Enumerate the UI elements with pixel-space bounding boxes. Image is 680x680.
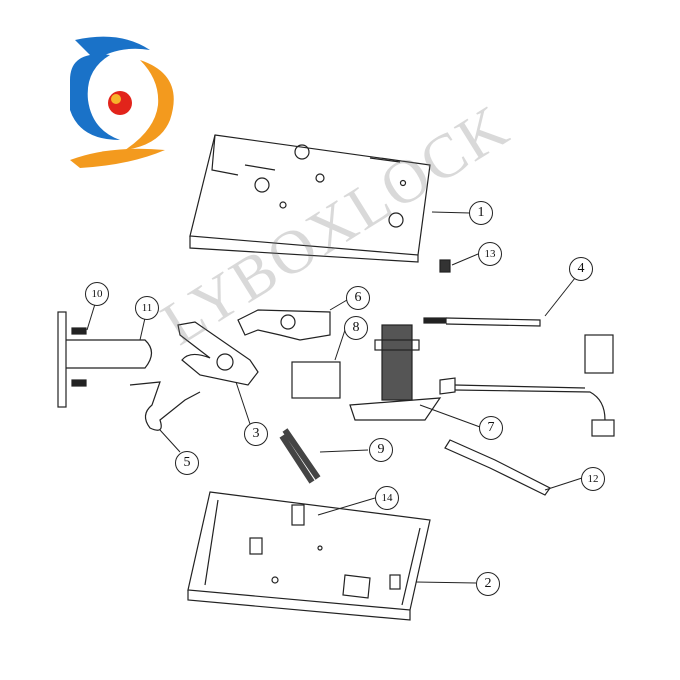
callout-2: 2 (476, 572, 500, 596)
part-7-solenoid (349, 324, 456, 421)
part-9-compression-spring (279, 428, 321, 484)
callout-13: 13 (478, 242, 502, 266)
callout-9: 9 (369, 438, 393, 462)
company-logo (70, 36, 174, 168)
callout-8: 8 (344, 316, 368, 340)
callout-12: 12 (581, 467, 605, 491)
callout-10: 10 (85, 282, 109, 306)
part-4-rod (423, 317, 541, 327)
part-13-screw (439, 259, 451, 273)
part-6-latch (237, 309, 331, 341)
callout-4: 4 (569, 257, 593, 281)
callout-11: 11 (135, 296, 159, 320)
callout-7: 7 (479, 416, 503, 440)
part-11-bracket (57, 311, 153, 408)
callout-6: 6 (346, 286, 370, 310)
callout-1: 1 (469, 201, 493, 225)
wire-harness (454, 384, 606, 421)
callout-3: 3 (244, 422, 268, 446)
part-12-pin (444, 439, 551, 496)
part-5-torsion-spring (129, 381, 201, 431)
part-3-lever (177, 321, 259, 386)
connector (584, 334, 614, 374)
connector-2 (591, 419, 615, 437)
part-1-top-cover (189, 134, 431, 263)
leader-lines (86, 211, 583, 584)
callout-5: 5 (175, 451, 199, 475)
part-8-micro-switch (291, 361, 341, 399)
part-2-base (187, 491, 431, 621)
callout-14: 14 (375, 486, 399, 510)
